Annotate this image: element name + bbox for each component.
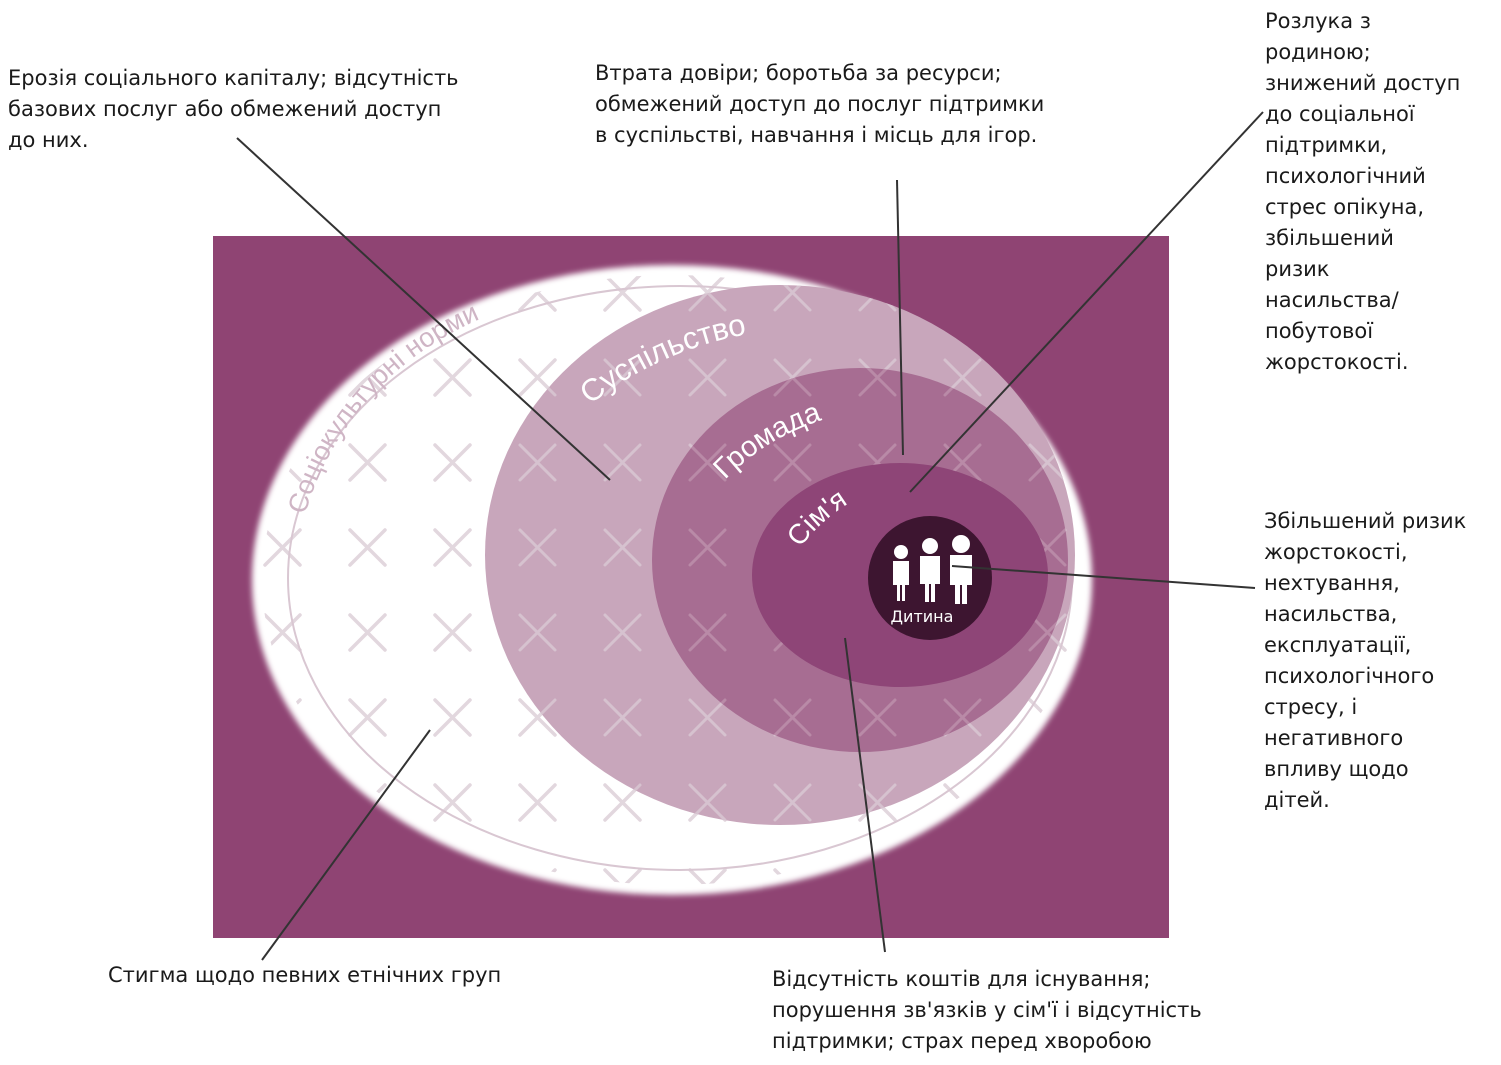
annotation-line: жорстокості. xyxy=(1265,350,1409,374)
annotation-line: психологічний xyxy=(1265,164,1426,188)
annotation-separation: Розлука з родиною; знижений доступ до соціа… xyxy=(1265,6,1460,378)
annotation-line: обмежений доступ до послуг підтримки xyxy=(595,92,1045,116)
annotation-line: підтримки, xyxy=(1265,133,1388,157)
annotation-line: насильства/ xyxy=(1265,288,1399,312)
leader-line-livelihood xyxy=(844,637,886,953)
child-label: Дитина xyxy=(891,607,954,626)
annotation-line: в суспільстві, навчання і місць для ігор… xyxy=(595,123,1038,147)
annotation-violence-risk: Збільшений ризик жорстокості, нехтування, н… xyxy=(1264,506,1466,816)
annotation-line: підтримки; страх перед хворобою xyxy=(772,1029,1152,1053)
annotation-line: базових послуг або обмежений доступ xyxy=(8,97,442,121)
annotation-line: родиною; xyxy=(1265,40,1371,64)
annotation-line: експлуатації, xyxy=(1264,633,1412,657)
annotation-line: Відсутність коштів для існування; xyxy=(772,967,1151,991)
annotation-line: ризик xyxy=(1265,257,1330,281)
leader-line-erosion xyxy=(236,137,611,481)
annotation-erosion: Ерозія соціального капіталу; відсутність… xyxy=(8,63,459,156)
annotation-line: Розлука з xyxy=(1265,9,1371,33)
annotation-line: насильства, xyxy=(1264,602,1398,626)
leader-line-violence-risk xyxy=(951,565,1256,589)
annotation-line: Стигма щодо певних етнічних груп xyxy=(108,963,502,987)
annotation-livelihood: Відсутність коштів для існування; порушен… xyxy=(772,964,1202,1057)
annotation-line: жорстокості, xyxy=(1264,540,1408,564)
annotation-line: порушення зв'язків у сім'ї і відсутність xyxy=(772,998,1202,1022)
leader-line-stigma xyxy=(261,729,431,961)
annotation-stigma: Стигма щодо певних етнічних груп xyxy=(108,960,501,991)
annotation-line: стрес опікуна, xyxy=(1265,195,1425,219)
annotation-line: дітей. xyxy=(1264,788,1330,812)
annotation-line: психологічного xyxy=(1264,664,1435,688)
annotation-line: нехтування, xyxy=(1264,571,1400,595)
annotation-line: Збільшений ризик xyxy=(1264,509,1467,533)
annotation-line: Ерозія соціального капіталу; відсутність xyxy=(8,66,459,90)
annotation-trust: Втрата довіри; боротьба за ресурси; обмеж… xyxy=(595,58,1044,151)
annotation-line: збільшений xyxy=(1265,226,1394,250)
annotation-line: знижений доступ xyxy=(1265,71,1461,95)
leader-line-trust xyxy=(896,179,904,456)
annotation-line: негативного xyxy=(1264,726,1404,750)
leader-line-separation xyxy=(909,111,1264,493)
annotation-line: стресу, і xyxy=(1264,695,1358,719)
annotation-line: до соціальної xyxy=(1265,102,1415,126)
annotation-line: побутової xyxy=(1265,319,1374,343)
annotation-line: до них. xyxy=(8,128,89,152)
annotation-line: Втрата довіри; боротьба за ресурси; xyxy=(595,61,1002,85)
annotation-line: впливу щодо xyxy=(1264,757,1409,781)
